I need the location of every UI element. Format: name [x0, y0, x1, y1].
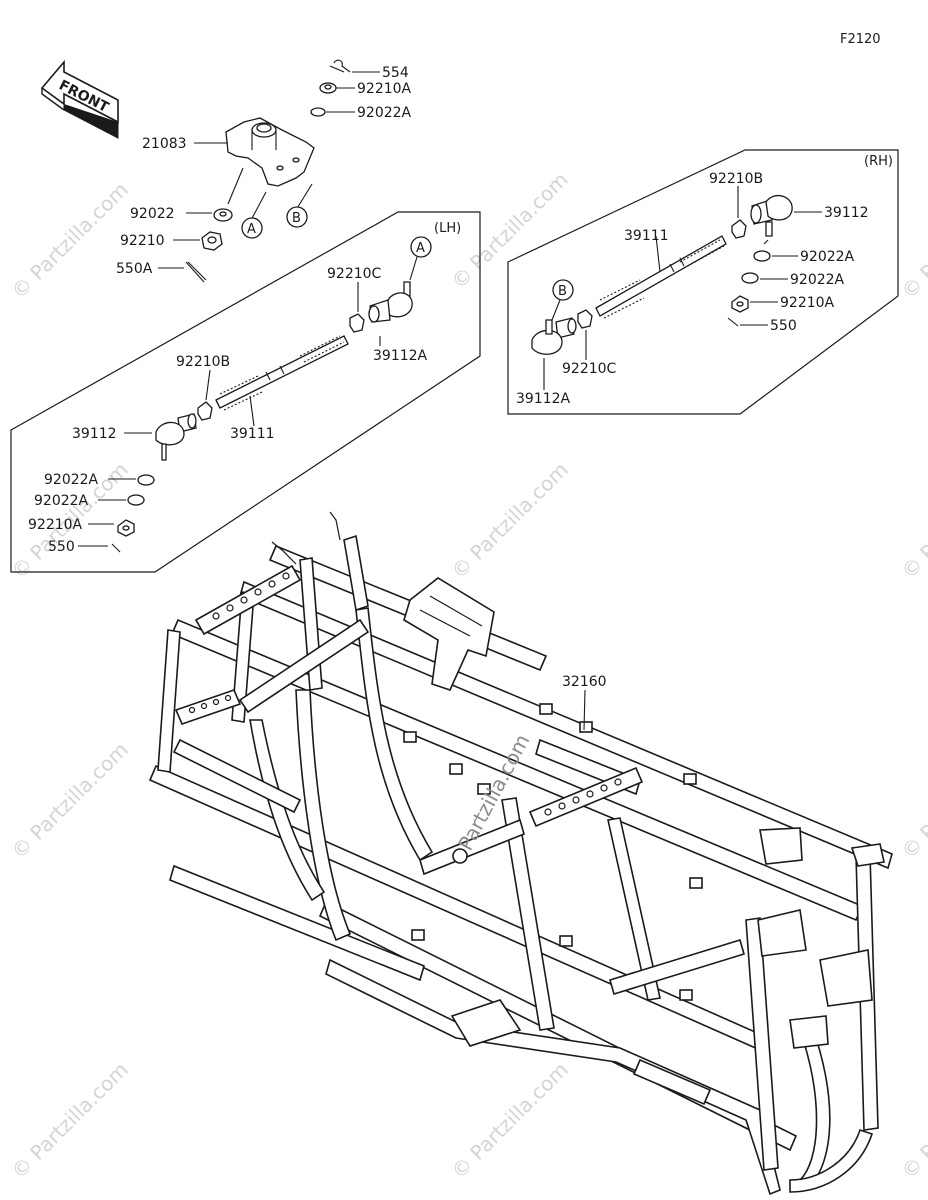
tie-rod-end-39112-lh	[155, 413, 197, 461]
cotter-pin-554	[333, 59, 351, 73]
front-arrow-icon: FRONT	[40, 59, 119, 139]
watermark: © Partzilla.com	[897, 457, 928, 583]
watermark: © Partzilla.com	[7, 1057, 133, 1183]
watermark: © Partzilla.com	[897, 737, 928, 863]
nut-92210C-rh	[577, 309, 593, 329]
ref-marker-a-lh: A	[410, 236, 432, 258]
ref-marker-a-top: A	[241, 217, 263, 239]
nut-92210B-rh	[731, 219, 747, 239]
nut-92210B-lh	[197, 401, 213, 421]
watermark: © Partzilla.com	[447, 1057, 573, 1183]
washer-92022A-rh-2	[741, 272, 759, 284]
label-92022A-lh-1: 92022A	[44, 472, 99, 488]
rh-tie-rod-panel: (RH)	[507, 149, 899, 415]
label-92210C-lh: 92210C	[327, 266, 382, 282]
washer-92022A-lh-1	[137, 474, 155, 486]
label-39111-rh: 39111	[624, 228, 669, 244]
nut-92210C-lh	[349, 313, 365, 333]
watermark: © Partzilla.com	[897, 177, 928, 303]
label-554: 554	[382, 65, 409, 81]
tie-rod-end-39112A-rh	[531, 317, 577, 355]
label-39112-rh: 39112	[824, 205, 869, 221]
ref-marker-b-rh: B	[552, 279, 574, 301]
rh-panel-border	[507, 149, 899, 415]
label-92210C-rh: 92210C	[562, 361, 617, 377]
svg-text:B: B	[292, 211, 301, 226]
label-92210A-lh: 92210A	[28, 517, 83, 533]
tie-rod-39111-lh	[215, 335, 349, 411]
svg-text:B: B	[558, 284, 567, 299]
tie-rod-39111-rh	[595, 235, 727, 319]
label-92210B-rh: 92210B	[709, 171, 763, 187]
label-39112A-rh: 39112A	[516, 391, 571, 407]
ref-marker-b-top: B	[286, 206, 308, 228]
watermark: © Partzilla.com	[447, 167, 573, 293]
cotter-pin-550-rh	[727, 317, 739, 327]
tie-rod-end-39112A-lh	[368, 281, 413, 323]
label-92022A-rh-2: 92022A	[790, 272, 845, 288]
pitman-arm	[225, 117, 315, 187]
washer-92022A-rh-1	[753, 250, 771, 262]
tie-rod-end-39112-rh	[750, 194, 793, 237]
label-92022A-rh-1: 92022A	[800, 249, 855, 265]
cotter-pin-550A	[185, 261, 205, 283]
label-92210A-top: 92210A	[357, 81, 412, 97]
main-frame-32160: 32160	[148, 511, 893, 1196]
watermark: © Partzilla.com	[447, 457, 573, 583]
watermark: © Partzilla.com	[7, 177, 133, 303]
label-92022: 92022	[130, 206, 175, 222]
svg-text:A: A	[416, 241, 425, 256]
label-32160: 32160	[562, 674, 607, 690]
nut-92210	[201, 231, 223, 251]
svg-text:A: A	[247, 222, 256, 237]
lh-tie-rod-panel: (LH) A	[10, 211, 481, 573]
diagram-code: F2120	[840, 32, 881, 47]
lh-panel-label: (LH)	[434, 221, 461, 236]
washer-92022A-lh-2	[127, 494, 145, 506]
cotter-pin-550-lh	[111, 543, 121, 553]
watermark: © Partzilla.com	[7, 737, 133, 863]
label-39112A-lh: 39112A	[373, 348, 428, 364]
label-550-rh: 550	[770, 318, 797, 334]
label-92022A-lh-2: 92022A	[34, 493, 89, 509]
label-21083: 21083	[142, 136, 187, 152]
label-92210: 92210	[120, 233, 165, 249]
label-39111-lh: 39111	[230, 426, 275, 442]
nut-92210A-lh	[117, 519, 135, 537]
label-550-lh: 550	[48, 539, 75, 555]
label-550A: 550A	[116, 261, 153, 277]
label-92210A-rh: 92210A	[780, 295, 835, 311]
nut-92210A-rh	[731, 295, 749, 313]
pitman-arm-assembly: 554 92210A 92022A 21083 92022 92210 550A…	[116, 59, 412, 283]
nut-92210A-top	[319, 82, 337, 94]
label-39112-lh: 39112	[72, 426, 117, 442]
lh-panel-border	[10, 211, 481, 573]
rh-panel-label: (RH)	[864, 154, 893, 169]
watermark: © Partzilla.com	[897, 1057, 928, 1183]
label-92210B-lh: 92210B	[176, 354, 230, 370]
label-92022A-top: 92022A	[357, 105, 412, 121]
washer-92022A-top	[310, 107, 326, 117]
front-bracket	[403, 577, 495, 691]
